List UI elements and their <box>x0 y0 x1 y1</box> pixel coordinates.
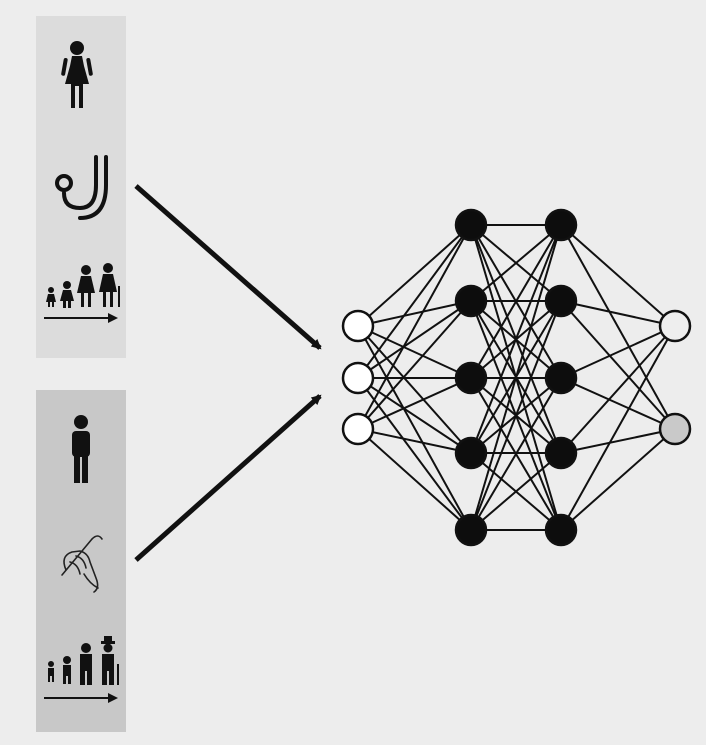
network-edge <box>470 224 562 302</box>
output-node <box>658 309 692 343</box>
man-icon <box>72 415 90 483</box>
hidden-node <box>454 208 488 242</box>
network-edge <box>470 452 562 531</box>
network-edges <box>357 224 676 531</box>
input-node <box>341 309 375 343</box>
hidden-node <box>544 436 578 470</box>
hidden-node <box>454 361 488 395</box>
network-edge <box>357 300 472 327</box>
hidden-node <box>544 513 578 547</box>
network-edge <box>357 224 472 430</box>
network-edge <box>560 325 676 454</box>
hidden-node <box>454 513 488 547</box>
network-edge <box>560 428 676 531</box>
network-edge <box>357 300 472 379</box>
male-age-progression-icon <box>44 636 119 703</box>
network-edge <box>357 300 472 430</box>
network-nodes <box>341 208 692 547</box>
output-node <box>658 412 692 446</box>
network-edge <box>560 224 676 430</box>
network-edge <box>357 325 472 531</box>
hidden-node <box>454 436 488 470</box>
input-node <box>341 412 375 446</box>
hidden-node <box>544 208 578 242</box>
hidden-node <box>454 284 488 318</box>
network-edge <box>357 428 472 454</box>
network-edge <box>560 377 676 430</box>
network-edge <box>470 224 562 531</box>
top-input-arrow <box>134 184 322 350</box>
bottom-input-arrow <box>134 394 322 562</box>
surgical-hand-icon <box>61 535 103 593</box>
network-edge <box>470 224 562 454</box>
network-edge <box>560 224 676 327</box>
network-edge <box>560 325 676 379</box>
network-edge <box>357 224 472 327</box>
female-patient-panel <box>36 16 126 358</box>
network-edge <box>357 325 472 379</box>
male-patient-panel <box>36 390 126 732</box>
hidden-node <box>544 361 578 395</box>
input-node <box>341 361 375 395</box>
network-edge <box>560 428 676 454</box>
network-edge <box>560 300 676 327</box>
hidden-node <box>544 284 578 318</box>
network-edge <box>470 377 562 531</box>
network-edge <box>470 224 562 379</box>
network-edge <box>470 300 562 531</box>
network-edge <box>357 428 472 531</box>
woman-icon <box>61 41 93 108</box>
network-edge <box>357 377 472 531</box>
network-edge <box>560 325 676 531</box>
female-age-progression-icon <box>44 263 120 323</box>
network-edge <box>357 377 472 430</box>
network-edge <box>357 224 472 379</box>
network-edge <box>357 325 472 454</box>
neural-network <box>341 208 692 547</box>
network-edge <box>357 377 472 454</box>
network-edge <box>560 300 676 430</box>
stethoscope-icon <box>55 155 108 220</box>
